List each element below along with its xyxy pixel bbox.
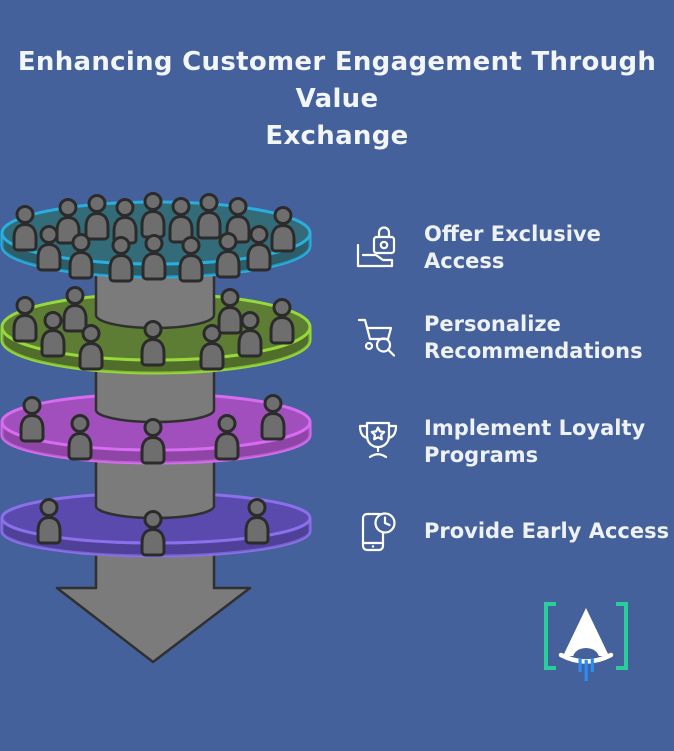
funnel-tier-4 <box>0 491 312 558</box>
person-icon <box>168 197 194 244</box>
person-icon <box>12 296 38 343</box>
trophy-star-icon <box>358 421 398 459</box>
rocket-flame-icon <box>578 658 594 681</box>
strategy-label: Personalize Recommendations <box>424 311 643 363</box>
logo-letter-a-icon <box>563 608 609 656</box>
person-icon <box>140 510 166 557</box>
strategy-label: Offer Exclusive Access <box>424 221 601 273</box>
person-icon <box>140 418 166 465</box>
person-icon <box>215 232 241 279</box>
person-icon <box>78 324 104 371</box>
strategy-item-loyalty-programs: Implement Loyalty Programs <box>352 400 674 484</box>
person-icon <box>140 320 166 367</box>
person-icon <box>196 193 222 240</box>
person-icon <box>237 311 263 358</box>
padlock-hand-icon <box>356 226 396 268</box>
person-icon <box>62 286 88 333</box>
person-icon <box>217 288 243 335</box>
person-icon <box>68 233 94 280</box>
person-icon <box>141 234 167 281</box>
right-bracket-icon <box>616 602 628 670</box>
person-icon <box>214 414 240 461</box>
strategy-item-personalize-recommendations: Personalize Recommendations <box>352 296 674 380</box>
person-icon <box>67 414 93 461</box>
person-icon <box>19 396 45 443</box>
person-icon <box>12 205 38 252</box>
person-icon <box>40 311 66 358</box>
person-icon <box>36 498 62 545</box>
person-icon <box>108 236 134 283</box>
person-icon <box>112 198 138 245</box>
page-title: Enhancing Customer Engagement Through Va… <box>17 47 657 151</box>
person-icon <box>36 225 62 272</box>
person-icon <box>84 194 110 241</box>
strategy-label: Implement Loyalty Programs <box>424 415 646 467</box>
person-icon <box>269 298 295 345</box>
person-icon <box>178 236 204 283</box>
strategy-label: Provide Early Access <box>424 519 670 544</box>
person-icon <box>260 394 286 441</box>
brand-logo <box>544 602 628 681</box>
strategy-item-exclusive-access: Offer Exclusive Access <box>352 206 674 290</box>
tier-1-people <box>12 192 296 283</box>
strategy-item-early-access: Provide Early Access <box>352 490 674 574</box>
left-bracket-icon <box>544 602 556 670</box>
phone-clock-icon <box>361 512 396 552</box>
person-icon <box>246 225 272 272</box>
person-icon <box>244 498 270 545</box>
person-icon <box>140 192 166 239</box>
cart-magnifier-icon <box>357 318 396 357</box>
person-icon <box>270 206 296 253</box>
